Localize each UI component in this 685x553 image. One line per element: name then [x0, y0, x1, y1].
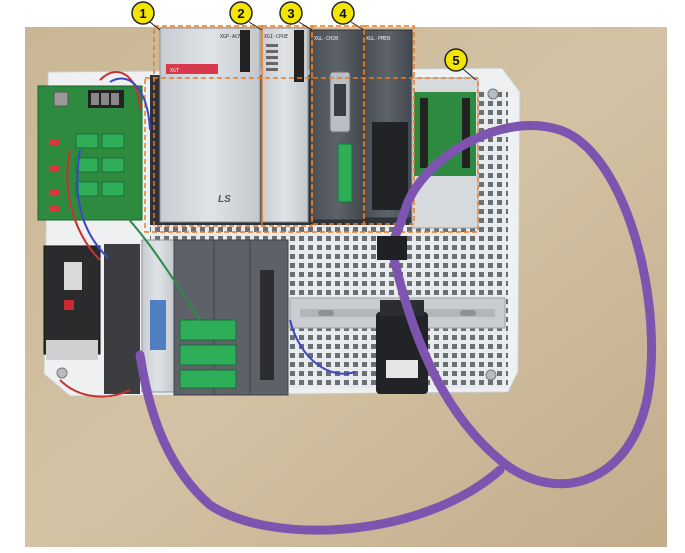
- cable-connector: [377, 236, 407, 260]
- relay-terminals: [88, 90, 124, 108]
- relay-connectors: [75, 133, 125, 197]
- screw-top-right: [487, 88, 499, 100]
- serial-adapter-label: [386, 360, 418, 378]
- breaker-red-button: [64, 300, 74, 310]
- toggle-switch: [53, 91, 69, 107]
- callout-2: 2: [229, 1, 263, 31]
- perforated-plate-upper: [478, 90, 508, 215]
- lower-plc-label: [150, 300, 166, 350]
- expansion-connector-2: [462, 98, 470, 168]
- module-power-slot: [294, 30, 304, 82]
- module-comm-db9-inner: [334, 84, 346, 116]
- lower-plc-io-terminals: [260, 270, 274, 380]
- module-comm-model: XGL-CH2B: [314, 36, 338, 42]
- module-cpu-brand: LS: [218, 194, 231, 205]
- screw-bottom-right: [485, 369, 497, 381]
- svg-text:5: 5: [452, 53, 459, 68]
- relay-board: [37, 85, 143, 221]
- wiring: [59, 70, 356, 398]
- breaker-label: [64, 262, 82, 290]
- din-rail-slot-2: [460, 310, 476, 316]
- relay-leds: [50, 140, 60, 212]
- highlight-box-4: [363, 25, 415, 225]
- serial-cable: [387, 121, 657, 489]
- power-supply-unit: [104, 244, 140, 394]
- expansion-connector-1: [420, 98, 428, 168]
- module-psu-model: XGL-PMEB: [366, 36, 390, 42]
- module-power-model: XGI-CPUE: [264, 34, 288, 40]
- lower-plc-io-1: [213, 239, 251, 396]
- module-power: [261, 27, 309, 223]
- din-rail-slot-1: [318, 310, 334, 316]
- module-cpu-tag-text: XGT: [170, 68, 179, 74]
- module-power-leds: [266, 44, 278, 71]
- lower-plc-cpu: [173, 239, 215, 396]
- module-cpu-slot: [240, 30, 250, 72]
- module-cpu-model: XGP-ACF1: [220, 34, 244, 40]
- module-cpu-tag: [166, 64, 218, 74]
- callout-5: 5: [444, 48, 477, 81]
- svg-text:3: 3: [287, 6, 294, 21]
- module-comm-terminal: [337, 143, 353, 203]
- highlight-box-rack: [144, 77, 479, 233]
- highlight-box-2: [261, 25, 313, 227]
- highlight-box-3: [311, 25, 365, 225]
- screw-bottom-left: [56, 367, 68, 379]
- callout-3: 3: [279, 1, 313, 31]
- callout-1: 1: [131, 1, 161, 31]
- callout-4: 4: [331, 1, 365, 31]
- svg-text:2: 2: [237, 6, 244, 21]
- module-psu-cover: [372, 122, 408, 210]
- dashed-highlight-boxes: [144, 25, 479, 233]
- svg-text:1: 1: [139, 6, 146, 21]
- svg-text:4: 4: [339, 6, 347, 21]
- green-terminal-blocks: [179, 319, 237, 389]
- breaker-terminals: [46, 340, 98, 360]
- serial-cable-lower: [135, 350, 505, 535]
